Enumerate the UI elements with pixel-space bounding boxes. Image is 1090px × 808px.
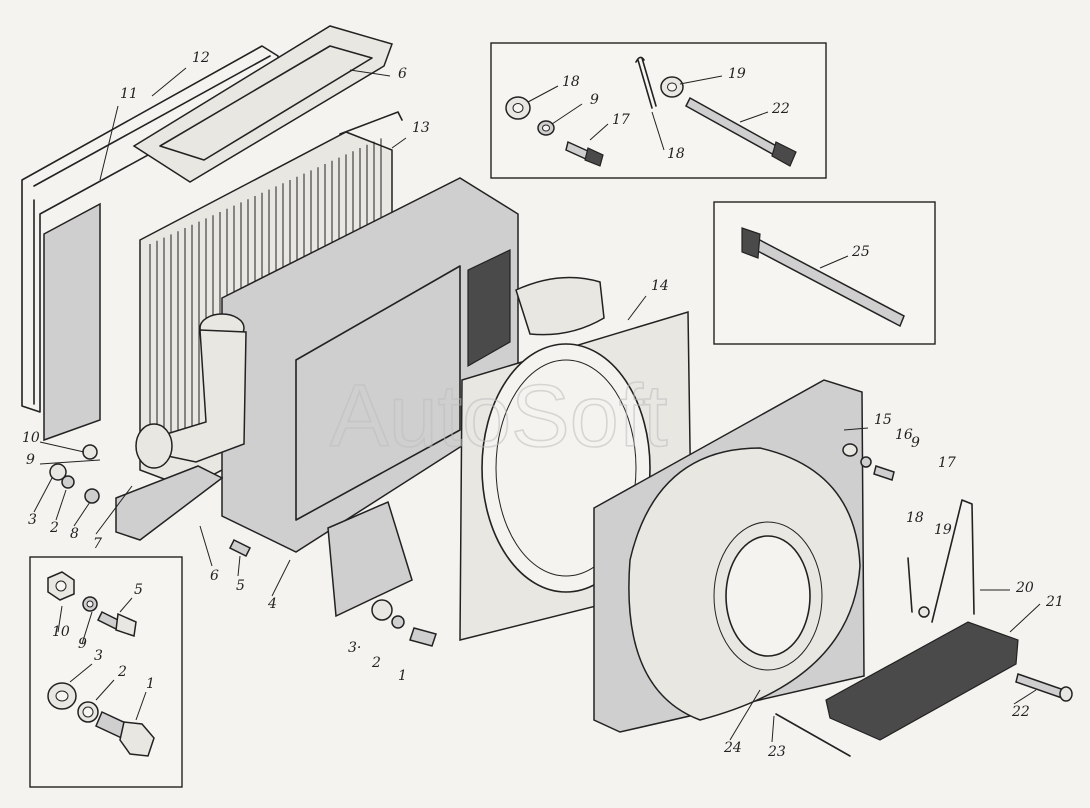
callout-c1a: 1 xyxy=(398,668,407,684)
callout-c25: 25 xyxy=(851,244,870,260)
bolt-part xyxy=(565,140,604,167)
washer-part-19 xyxy=(660,76,684,98)
callout-c23: 23 xyxy=(767,744,786,760)
callout-c2b: 2 xyxy=(371,655,381,671)
callout-c5a: 5 xyxy=(236,578,245,594)
callout-c6a: 6 xyxy=(398,66,407,82)
spring-washer-part-2 xyxy=(77,701,99,723)
callout-c22a: 22 xyxy=(771,101,790,117)
callout-c17b: 17 xyxy=(938,455,956,471)
inset-box-hardware-top xyxy=(490,42,827,179)
callout-c24: 24 xyxy=(723,740,742,756)
callout-c5b: 5 xyxy=(134,582,143,598)
callout-c18a: 18 xyxy=(562,74,580,90)
callout-c9d: 9 xyxy=(78,636,87,652)
washer-part xyxy=(505,96,531,120)
callout-c10b: 10 xyxy=(52,624,70,640)
rod-part-22-lower xyxy=(1015,673,1073,702)
callout-c22b: 22 xyxy=(1011,704,1030,720)
watermark: AutoSoft xyxy=(330,366,668,465)
callout-c20: 20 xyxy=(1015,580,1034,596)
callout-c8: 8 xyxy=(70,526,79,542)
callout-c1b: 1 xyxy=(146,676,155,692)
lock-washer-part-9 xyxy=(82,596,98,612)
callout-c3a: 3 xyxy=(28,512,37,528)
cotter-pin-part xyxy=(635,56,657,109)
leader-lines xyxy=(33,67,1041,743)
callout-c21: 21 xyxy=(1045,594,1064,610)
callout-c16: 16 xyxy=(895,427,913,443)
callout-c2a: 2 xyxy=(49,520,59,536)
callout-c7: 7 xyxy=(93,536,102,552)
callout-c12: 12 xyxy=(192,50,210,66)
loose-fasteners xyxy=(49,443,913,647)
callout-c19a: 19 xyxy=(728,66,746,82)
callout-c15: 15 xyxy=(874,412,892,428)
callout-c18b: 18 xyxy=(667,146,685,162)
top-tank-part xyxy=(132,25,393,183)
callout-c19b: 19 xyxy=(934,522,952,538)
callout-c11: 11 xyxy=(120,86,138,102)
callout-c2c: 2 xyxy=(117,664,127,680)
flat-washer-part-3 xyxy=(47,682,77,710)
callout-c9b: 9 xyxy=(911,435,920,451)
fan-cover-part xyxy=(593,379,865,733)
callout-c9a: 9 xyxy=(590,92,599,108)
bolt-part-5 xyxy=(96,610,137,637)
inlet-pipe-part xyxy=(135,313,247,469)
lock-washer-part xyxy=(537,120,555,136)
callout-c10a: 10 xyxy=(22,430,40,446)
lower-bracket-part xyxy=(115,465,413,618)
callout-c3b: 3· xyxy=(348,640,361,656)
callout-c14: 14 xyxy=(651,278,669,294)
callout-c9c: 9 xyxy=(26,452,35,468)
inset-box-fasteners xyxy=(29,556,183,788)
shroud-frame-part xyxy=(221,177,605,553)
callout-c17a: 17 xyxy=(612,112,630,128)
callout-c6b: 6 xyxy=(210,568,219,584)
rod-part-23 xyxy=(775,713,851,757)
callout-c13: 13 xyxy=(412,120,430,136)
latch-plate-part xyxy=(825,499,1019,741)
callout-c4: 4 xyxy=(267,596,277,612)
pin-part-22 xyxy=(685,96,797,167)
hex-bolt-part-1 xyxy=(95,710,155,757)
callout-c3c: 3 xyxy=(94,648,103,664)
callout-c18c: 18 xyxy=(906,510,924,526)
nut-part xyxy=(47,571,75,601)
inset-box-pin xyxy=(713,201,936,345)
